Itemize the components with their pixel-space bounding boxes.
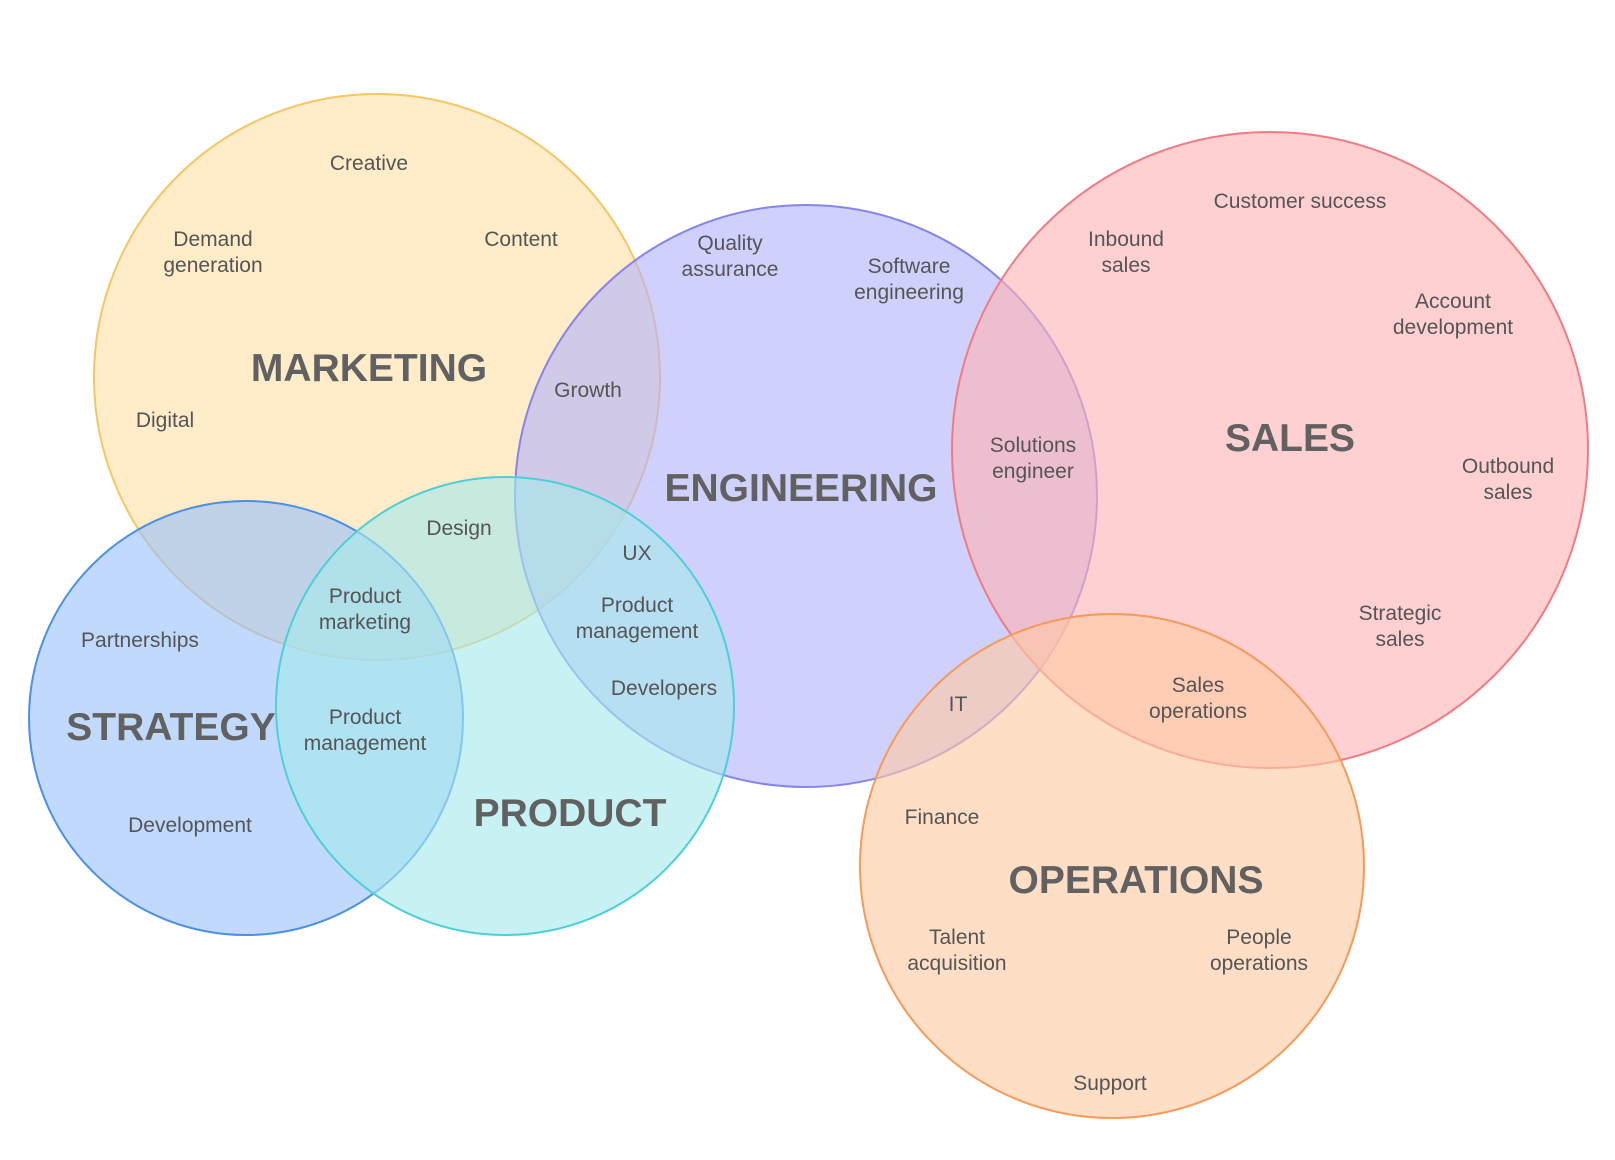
strategy-item-partnerships: Partnerships — [81, 629, 199, 652]
overlap-marketing-engineering-line-1: Growth — [554, 379, 622, 402]
operations-item-people-operations-line-1: People — [1226, 926, 1291, 949]
product-title: PRODUCT — [474, 792, 667, 835]
overlap-strategy-product: Product management — [304, 706, 427, 755]
overlap-sales-operations: Sales operations — [1149, 674, 1247, 723]
overlap-strategy-product-line-2: management — [304, 732, 427, 755]
operations-item-support-line-1: Support — [1073, 1072, 1147, 1095]
marketing-item-content-line-1: Content — [484, 228, 558, 251]
sales-item-outbound-sales-line-2: sales — [1483, 481, 1532, 504]
operations-circle — [859, 613, 1365, 1119]
overlap-engineering-sales-line-2: engineer — [992, 460, 1074, 483]
marketing-item-demand-generation-line-2: generation — [163, 254, 262, 277]
marketing-item-digital: Digital — [136, 409, 194, 432]
engineering-item-software-engineering: Software engineering — [854, 255, 964, 304]
sales-item-inbound-sales: Inbound sales — [1088, 228, 1164, 277]
sales-item-account-development-line-1: Account — [1415, 290, 1491, 313]
operations-item-talent-acquisition-line-2: acquisition — [907, 952, 1006, 975]
overlap-engineering-sales-line-1: Solutions — [990, 434, 1076, 457]
marketing-item-demand-generation-line-1: Demand — [173, 228, 252, 251]
overlap-sales-operations-line-1: Sales — [1172, 674, 1225, 697]
sales-item-outbound-sales: Outbound sales — [1462, 455, 1554, 504]
engineering-title-line-1: ENGINEERING — [664, 467, 937, 510]
marketing-item-creative-line-1: Creative — [330, 152, 408, 175]
strategy-item-partnerships-line-1: Partnerships — [81, 629, 199, 652]
operations-title: OPERATIONS — [1009, 859, 1264, 902]
overlap-marketing-strategy-product-line-2: marketing — [319, 611, 411, 634]
sales-title-line-1: SALES — [1225, 417, 1355, 460]
overlap-engineering-product-pm-line-2: management — [576, 620, 699, 643]
sales-item-outbound-sales-line-1: Outbound — [1462, 455, 1554, 478]
marketing-item-demand-generation: Demand generation — [163, 228, 262, 277]
sales-title: SALES — [1225, 417, 1355, 460]
overlap-strategy-product-line-1: Product — [329, 706, 402, 729]
overlap-marketing-engineering: Growth — [554, 379, 622, 402]
engineering-title: ENGINEERING — [664, 467, 937, 510]
sales-item-customer-success: Customer success — [1214, 190, 1387, 213]
strategy-item-development: Development — [128, 814, 252, 837]
operations-item-talent-acquisition: Talent acquisition — [907, 926, 1006, 975]
engineering-item-quality-assurance-line-2: assurance — [682, 258, 779, 281]
strategy-title: STRATEGY — [66, 706, 275, 749]
sales-item-account-development: Account development — [1393, 290, 1513, 339]
overlap-engineering-product-pm-line-1: Product — [601, 594, 674, 617]
product-title-line-1: PRODUCT — [474, 792, 667, 835]
operations-item-people-operations: People operations — [1210, 926, 1308, 975]
sales-item-strategic-sales-line-2: sales — [1375, 628, 1424, 651]
overlap-engineering-operations: IT — [949, 693, 968, 716]
engineering-item-software-engineering-line-2: engineering — [854, 281, 964, 304]
product-circle — [275, 476, 735, 936]
operations-item-people-operations-line-2: operations — [1210, 952, 1308, 975]
overlap-marketing-product: Design — [426, 517, 491, 540]
sales-item-customer-success-line-1: Customer success — [1214, 190, 1387, 213]
strategy-item-development-line-1: Development — [128, 814, 252, 837]
operations-item-talent-acquisition-line-1: Talent — [929, 926, 985, 949]
sales-item-inbound-sales-line-1: Inbound — [1088, 228, 1164, 251]
strategy-title-line-1: STRATEGY — [66, 706, 275, 749]
overlap-sales-operations-line-2: operations — [1149, 700, 1247, 723]
overlap-engineering-product-ux: UX — [622, 542, 651, 565]
sales-item-strategic-sales: Strategic sales — [1359, 602, 1442, 651]
engineering-item-quality-assurance-line-1: Quality — [697, 232, 763, 255]
marketing-item-content: Content — [484, 228, 558, 251]
sales-item-inbound-sales-line-2: sales — [1101, 254, 1150, 277]
sales-item-strategic-sales-line-1: Strategic — [1359, 602, 1442, 625]
overlap-engineering-sales: Solutions engineer — [990, 434, 1076, 483]
operations-item-finance-line-1: Finance — [905, 806, 980, 829]
sales-item-account-development-line-2: development — [1393, 316, 1513, 339]
marketing-item-digital-line-1: Digital — [136, 409, 194, 432]
overlap-engineering-product-pm: Product management — [576, 594, 699, 643]
operations-title-line-1: OPERATIONS — [1009, 859, 1264, 902]
overlap-marketing-strategy-product-line-1: Product — [329, 585, 402, 608]
overlap-engineering-product-dev-line-1: Developers — [611, 677, 717, 700]
marketing-title: MARKETING — [251, 347, 487, 390]
marketing-title-line-1: MARKETING — [251, 347, 487, 390]
marketing-item-creative: Creative — [330, 152, 408, 175]
overlap-engineering-product-dev: Developers — [611, 677, 717, 700]
circles-layer — [28, 93, 1589, 1119]
operations-item-support: Support — [1073, 1072, 1147, 1095]
engineering-item-quality-assurance: Quality assurance — [682, 232, 779, 281]
overlap-marketing-strategy-product: Product marketing — [319, 585, 411, 634]
overlap-marketing-product-line-1: Design — [426, 517, 491, 540]
operations-item-finance: Finance — [905, 806, 980, 829]
engineering-item-software-engineering-line-1: Software — [868, 255, 951, 278]
overlap-engineering-operations-line-1: IT — [949, 693, 968, 716]
overlap-engineering-product-ux-line-1: UX — [622, 542, 651, 565]
